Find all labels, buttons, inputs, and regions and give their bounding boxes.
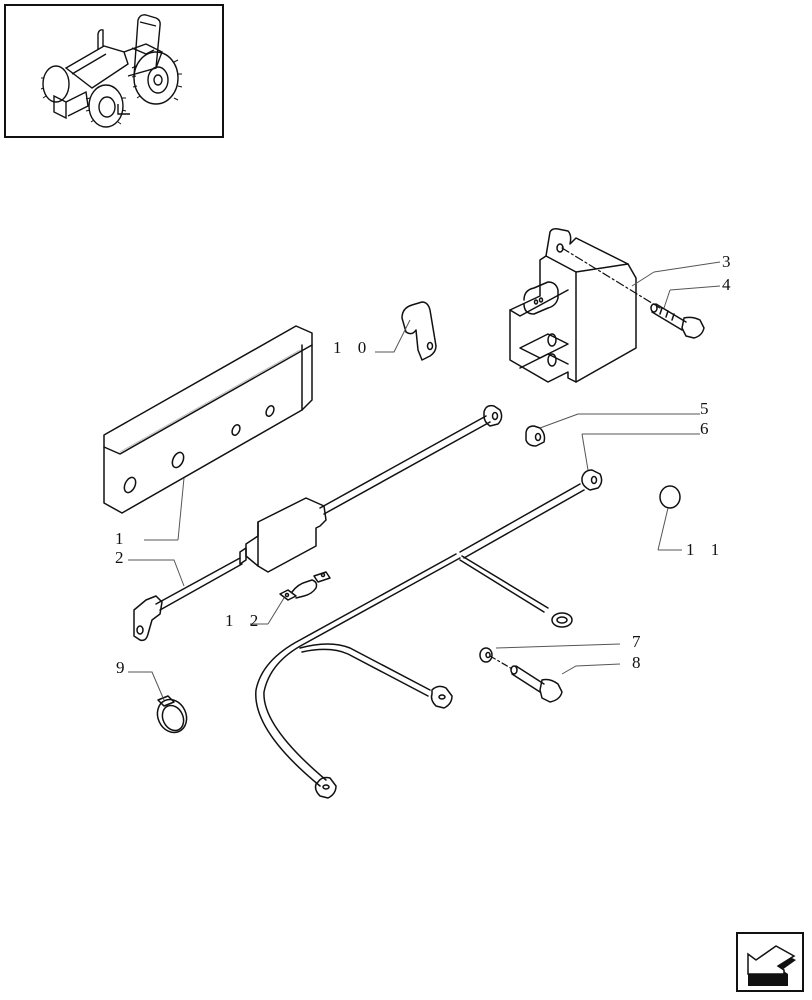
bolt-part-4 [650,303,705,339]
leader-7 [495,643,621,649]
tractor-icon [40,14,183,128]
leader-2 [128,559,185,587]
leader-12 [250,597,285,625]
callout-10: 1 0 [333,338,373,357]
fuse-link-part [279,571,331,601]
previous-page-button[interactable] [736,932,804,992]
callout-11: 1 1 [686,540,726,559]
callout-9: 9 [116,658,131,677]
cap-part-11 [659,485,681,509]
cable-clip-part [401,301,437,361]
leader-1 [144,477,185,541]
leader-4 [663,285,721,309]
leader-8 [561,663,621,675]
leader-5 [539,413,700,429]
bracket-part [103,325,313,514]
cable-part-2 [133,404,503,642]
callout-12: 1 2 [225,611,265,630]
callout-3: 3 [722,252,737,271]
callout-5: 5 [700,399,715,418]
callout-4: 4 [722,275,737,294]
leader-10 [375,319,411,353]
leader-11 [657,507,682,551]
callout-6: 6 [700,419,715,438]
callout-7: 7 [632,632,647,651]
callout-1: 1 [115,529,130,548]
callout-8: 8 [632,653,647,672]
callout-2: 2 [115,548,130,567]
leader-9 [128,671,165,701]
nut-part-5 [525,425,546,447]
leader-3 [631,261,721,287]
leader-6 [581,433,700,471]
washer-part-7 [479,647,493,663]
clamp-part-9 [156,695,188,734]
relay-part [509,228,637,383]
arrow-back-icon [747,945,796,986]
bolt-part-8 [510,665,563,703]
tractor-thumbnail [4,4,224,138]
harness-part-6 [255,469,603,799]
